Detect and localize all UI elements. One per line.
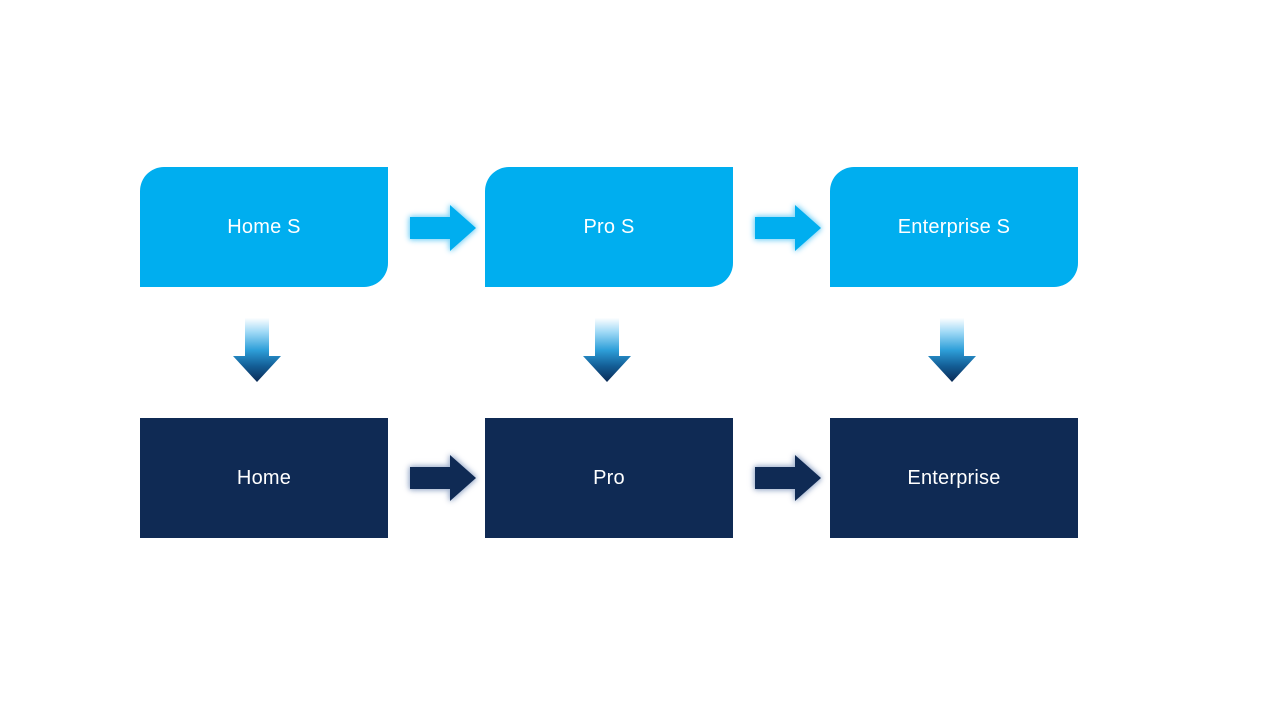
- box-home: Home: [140, 418, 388, 538]
- box-enterprise-s: Enterprise S: [830, 167, 1078, 287]
- right-arrow-icon: [755, 205, 821, 251]
- box-pro-label: Pro: [593, 466, 625, 489]
- down-arrow-icon: [583, 318, 631, 382]
- box-home-s-label: Home S: [227, 215, 301, 238]
- right-arrow-icon: [410, 455, 476, 501]
- right-arrow-icon: [755, 455, 821, 501]
- down-arrow-icon: [928, 318, 976, 382]
- box-enterprise-s-label: Enterprise S: [897, 215, 1011, 238]
- right-arrow-icon: [410, 205, 476, 251]
- box-pro-s-label: Pro S: [583, 215, 635, 238]
- box-enterprise: Enterprise: [830, 418, 1078, 538]
- box-home-s: Home S: [140, 167, 388, 287]
- box-home-label: Home: [236, 466, 292, 489]
- box-pro-s: Pro S: [485, 167, 733, 287]
- down-arrow-icon: [233, 318, 281, 382]
- box-enterprise-label: Enterprise: [907, 466, 1001, 489]
- box-pro: Pro: [485, 418, 733, 538]
